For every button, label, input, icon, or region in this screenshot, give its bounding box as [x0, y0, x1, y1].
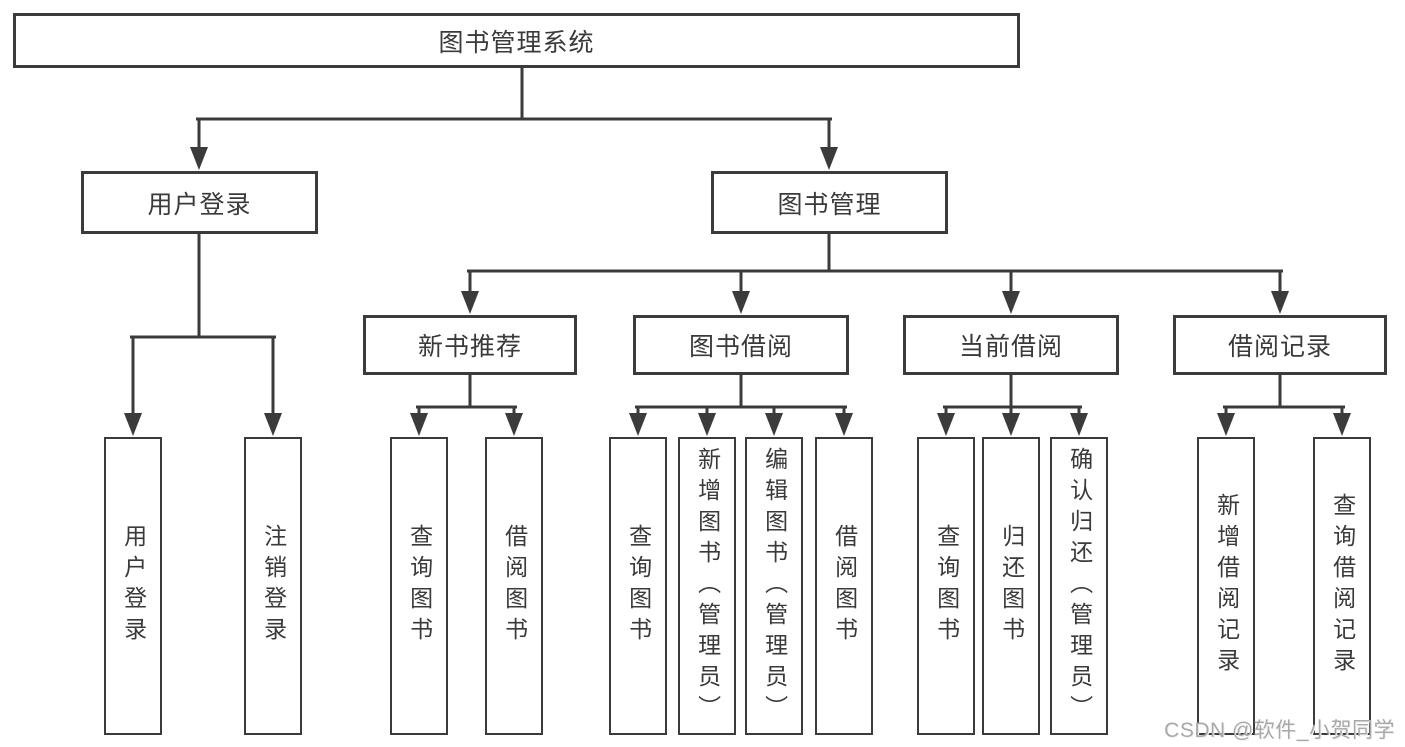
- connector-book-borrowing-to-leaves: [635, 373, 847, 418]
- connector-root-to-level1: [196, 65, 832, 154]
- node-borrowing-records: 借阅记录: [1173, 315, 1387, 375]
- arrowhead: [698, 413, 716, 436]
- arrowhead: [461, 291, 479, 314]
- leaf-add-book-admin: 新增图书（管理员）: [678, 437, 736, 735]
- leaf-query-books-recommend: 查询图书: [390, 437, 448, 735]
- node-label: 用户登录: [147, 190, 252, 219]
- leaf-add-borrow-record: 新增借阅记录: [1197, 437, 1255, 735]
- arrowhead: [820, 147, 838, 170]
- node-label: 图书管理: [777, 190, 882, 219]
- arrowhead: [835, 413, 853, 436]
- node-label: 借阅记录: [1227, 333, 1332, 361]
- arrowhead: [1002, 291, 1020, 314]
- node-label: 注销登录: [260, 524, 287, 648]
- node-label: 新书推荐: [417, 333, 522, 361]
- arrowhead: [732, 291, 750, 314]
- node-label: 归还图书: [998, 524, 1025, 648]
- leaf-logout: 注销登录: [244, 437, 302, 735]
- arrowhead: [1070, 413, 1088, 436]
- node-book-borrowing: 图书借阅: [633, 315, 849, 375]
- node-label: 图书管理系统: [438, 28, 595, 57]
- arrowhead: [1002, 413, 1020, 436]
- csdn-watermark: CSDN @软件_小贺同学: [1164, 719, 1395, 742]
- arrowhead: [765, 413, 783, 436]
- connector-new-book-recommendation-to-leaves: [416, 373, 517, 418]
- leaf-user-login: 用户登录: [104, 437, 162, 735]
- node-label: 新增借阅记录: [1213, 493, 1240, 679]
- node-current-borrowing: 当前借阅: [903, 315, 1119, 375]
- node-label: 新增图书（管理员）: [694, 446, 721, 726]
- leaf-confirm-return-admin: 确认归还（管理员）: [1050, 437, 1108, 735]
- leaf-borrow-books-recommend: 借阅图书: [485, 437, 543, 735]
- arrowhead: [505, 413, 523, 436]
- node-label: 借阅图书: [831, 524, 858, 648]
- arrowhead: [410, 413, 428, 436]
- node-label: 查询借阅记录: [1329, 493, 1356, 679]
- arrowhead: [190, 147, 208, 170]
- arrowhead: [124, 413, 142, 436]
- node-new-book-recommendation: 新书推荐: [363, 315, 577, 375]
- leaf-query-books-borrowing: 查询图书: [609, 437, 667, 735]
- node-library-system: 图书管理系统: [13, 13, 1020, 68]
- node-label: 查询图书: [406, 524, 433, 648]
- node-user-login: 用户登录: [81, 171, 318, 234]
- node-label: 确认归还（管理员）: [1066, 446, 1093, 726]
- arrowhead: [1333, 413, 1351, 436]
- node-label: 编辑图书（管理员）: [761, 446, 788, 726]
- node-label: 用户登录: [120, 524, 147, 648]
- node-label: 查询图书: [933, 524, 960, 648]
- arrowhead: [264, 413, 282, 436]
- connector-current-borrowing-to-leaves: [943, 373, 1082, 418]
- leaf-borrow-books-borrowing: 借阅图书: [815, 437, 873, 735]
- connector-borrowing-records-to-leaves: [1223, 373, 1345, 418]
- arrowhead: [937, 413, 955, 436]
- leaf-query-borrow-record: 查询借阅记录: [1313, 437, 1371, 735]
- node-label: 当前借阅: [958, 333, 1063, 361]
- arrowhead: [1271, 291, 1289, 314]
- leaf-query-books-current: 查询图书: [917, 437, 975, 735]
- leaf-edit-book-admin: 编辑图书（管理员）: [745, 437, 803, 735]
- connector-user-login-to-leaves: [130, 232, 276, 418]
- arrowhead: [1217, 413, 1235, 436]
- arrowhead: [629, 413, 647, 436]
- node-book-management: 图书管理: [711, 171, 948, 234]
- node-label: 借阅图书: [501, 524, 528, 648]
- arrowheads: [124, 147, 1351, 436]
- node-label: 查询图书: [625, 524, 652, 648]
- node-label: 图书借阅: [688, 333, 793, 361]
- leaf-return-books: 归还图书: [982, 437, 1040, 735]
- connector-book-management-to-level2: [467, 232, 1283, 296]
